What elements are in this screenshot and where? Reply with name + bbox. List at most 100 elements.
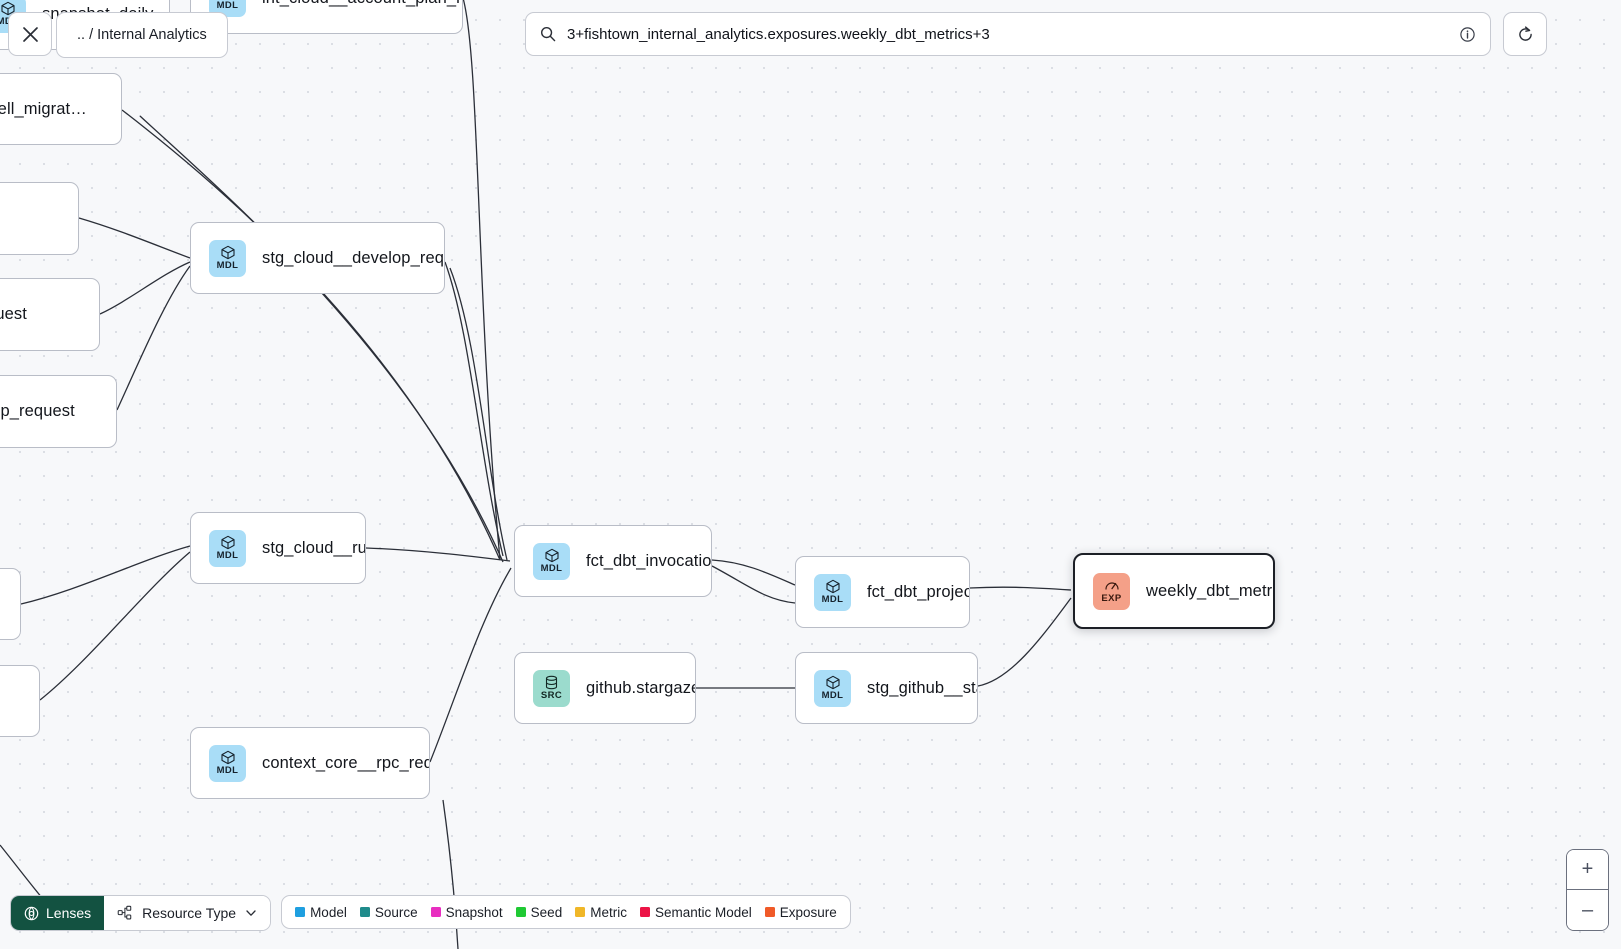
refresh-button[interactable] [1503,12,1547,56]
legend-label: Snapshot [445,904,503,920]
node-label: stg_cloud__runs [262,538,366,557]
type-badge-label: MDL [216,765,239,777]
mdl-type-badge: MDL [209,529,246,567]
legend-label: Seed [530,904,563,920]
node-label: fct_dbt_projects [867,582,969,601]
graph-node[interactable]: EXP weekly_dbt_metrics [1073,553,1275,629]
nodes-icon [117,905,132,920]
node-label: github.stargazers [586,678,695,697]
lineage-edge [20,545,191,605]
node-label: _develop_request [0,402,75,420]
src-type-badge: SRC [533,669,570,707]
refresh-icon [1518,25,1532,41]
lineage-edge [449,267,508,561]
lineage-edge [969,586,1072,591]
node-label: velop_request [0,305,27,323]
search-icon [540,26,556,42]
legend-item[interactable]: Model [295,905,347,920]
legend-item[interactable]: Source [359,904,418,920]
legend-item[interactable]: Seed [515,904,563,920]
mdl-icon [0,1,16,16]
legend-swatch [639,907,650,917]
graph-node[interactable]: MDL context_core__rpc_request [190,727,430,799]
graph-node[interactable]: MDL_develop_request [0,375,117,448]
mdl-type-badge: MDL [814,669,851,707]
type-badge-label: MDL [821,594,844,606]
type-badge-label: MDL [216,260,239,272]
type-badge-label: SRC [540,690,563,702]
mdl-type-badge: MDL [209,744,246,782]
legend-swatch [515,907,526,917]
graph-node[interactable]: MDLint_cloud__account_plan_history [190,0,463,34]
lineage-edge [39,551,191,701]
resource-type-dropdown[interactable]: Resource Type [104,896,271,930]
lineage-edge [711,565,796,604]
lineage-edge [116,265,191,411]
node-label: context_core__rpc_request [262,753,429,772]
graph-node[interactable]: MDL stg_cloud__develop_requests [190,222,445,294]
resource-type-legend: Model Source Snapshot Seed Metric Semantic Mo… [281,895,851,929]
type-badge-label: MDL [540,563,563,575]
bottom-toolbar: Lenses Resource Type Model Source Snapshot… [10,895,851,931]
legend-label: Source [374,904,418,920]
mdl-icon [220,245,236,260]
src-icon [544,675,559,690]
lineage-edge [139,115,504,563]
mdl-type-badge: MDL [533,542,570,580]
graph-node[interactable]: MDL stg_cloud__runs [190,512,366,584]
resource-type-label: Resource Type [142,905,237,921]
mdl-icon [544,548,560,563]
legend-label: Model [310,904,347,920]
lenses-label: Lenses [46,905,92,921]
info-icon[interactable] [1459,26,1476,43]
search-input[interactable]: 3+fishtown_internal_analytics.exposures.… [567,25,990,43]
mdl-icon [220,535,236,550]
node-label: int_cloud__account_plan_history [262,0,462,8]
legend-label: Exposure [779,904,837,920]
breadcrumb[interactable]: .. / Internal Analytics [56,12,228,58]
zoom-out-button[interactable]: – [1567,890,1608,930]
graph-node[interactable]: MDLop_request [0,182,79,255]
graph-node[interactable]: MDL fct_dbt_projects [795,556,970,628]
graph-node[interactable]: MDLmulticell_migrat… [0,73,122,145]
legend-swatch [295,907,306,917]
node-label: stg_github__stars [867,678,977,697]
lineage-edge [121,109,501,561]
lineage-edge [429,567,512,763]
legend-item[interactable]: Semantic Model [639,904,752,920]
zoom-in-button[interactable]: + [1567,850,1608,890]
graph-node[interactable]: MDL stg_github__stars [795,652,978,724]
close-icon [22,26,38,42]
legend-item[interactable]: Exposure [764,904,837,920]
mdl-icon [825,675,841,690]
lineage-edge [99,261,191,315]
mdl-icon [825,579,841,594]
mdl-icon [220,750,236,765]
node-label: multicell_migrat… [0,99,87,118]
breadcrumb-label: .. / Internal Analytics [77,27,207,43]
legend-label: Metric [590,904,627,920]
node-label: weekly_dbt_metrics [1146,581,1273,600]
lineage-edge [462,0,501,561]
node-label: fct_dbt_invocations [586,551,712,570]
graph-node[interactable]: MDLn [0,568,21,640]
legend-label: Semantic Model [654,904,752,920]
node-label: stg_cloud__develop_requests [262,248,445,267]
legend-swatch [575,907,586,917]
lineage-edge [711,559,796,586]
graph-node[interactable]: SRC github.stargazers [514,652,696,724]
legend-item[interactable]: Metric [575,905,627,920]
graph-node[interactable]: MDL fct_dbt_invocations [514,525,712,597]
graph-node[interactable]: MDL_run [0,665,40,737]
zoom-controls: + – [1566,849,1609,931]
close-button[interactable] [8,12,52,56]
search-bar[interactable]: 3+fishtown_internal_analytics.exposures.… [525,12,1491,56]
type-badge-label: MDL [821,690,844,702]
lenses-button[interactable]: Lenses [11,896,105,930]
graph-node[interactable]: MDLvelop_request [0,278,100,351]
type-badge-label: EXP [1101,593,1122,605]
legend-swatch [430,907,441,917]
legend-item[interactable]: Snapshot [430,904,503,920]
